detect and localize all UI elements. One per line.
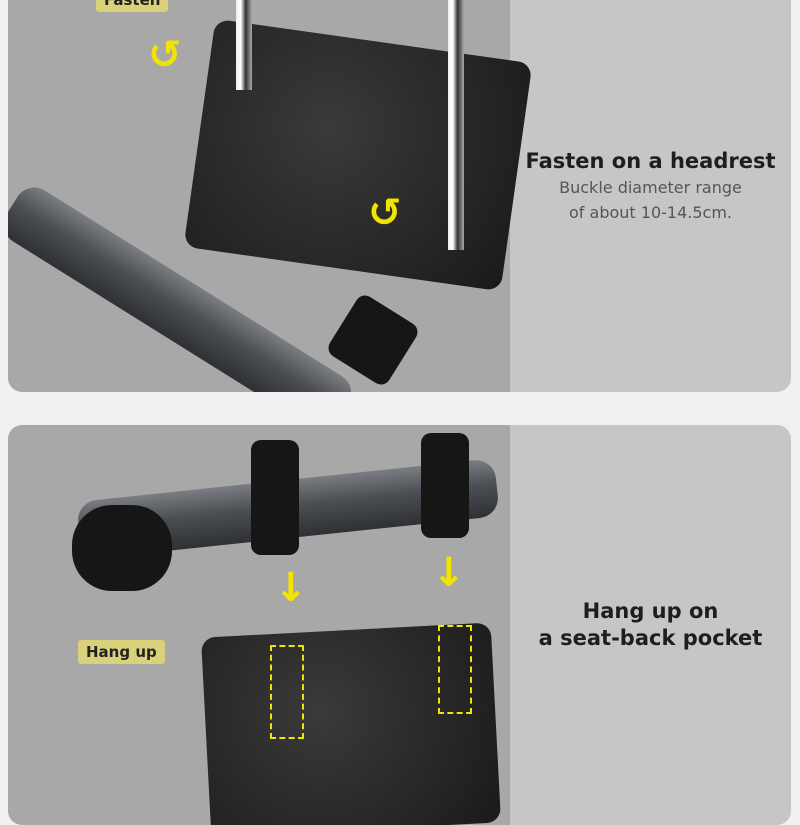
slot-outline: [270, 645, 304, 739]
fasten-label: Fasten: [96, 0, 169, 12]
rotate-arrow-icon: ↺: [148, 32, 182, 78]
rotate-arrow-icon: ↺: [368, 190, 402, 236]
fasten-description: Fasten on a headrest Buckle diameter ran…: [510, 0, 791, 392]
fasten-heading: Fasten on a headrest: [525, 148, 776, 173]
slot-outline: [438, 625, 472, 714]
down-arrow-icon: ↓: [432, 550, 466, 596]
headrest-pole: [236, 0, 252, 90]
hang-panel: ↓ ↓ Hang up Hang up on a seat-back pocke…: [8, 425, 791, 825]
hang-description: Hang up on a seat-back pocket: [510, 425, 791, 825]
hook-clip: [421, 433, 469, 538]
hang-product-image: ↓ ↓ Hang up: [8, 425, 510, 825]
fasten-text-line2: of about 10-14.5cm.: [569, 202, 732, 222]
holder-cap: [72, 505, 172, 591]
hang-heading-line1: Hang up on: [582, 599, 719, 623]
fasten-panel: Fasten ↺ ↺ Fasten on a headrest Buckle d…: [8, 0, 791, 392]
hook-clip: [251, 440, 299, 555]
hang-heading-line2: a seat-back pocket: [538, 626, 763, 650]
fasten-text-line1: Buckle diameter range: [559, 177, 742, 197]
headrest-pole: [448, 0, 464, 250]
down-arrow-icon: ↓: [274, 565, 308, 611]
fasten-product-image: Fasten ↺ ↺: [8, 0, 533, 392]
hang-label: Hang up: [78, 640, 165, 664]
